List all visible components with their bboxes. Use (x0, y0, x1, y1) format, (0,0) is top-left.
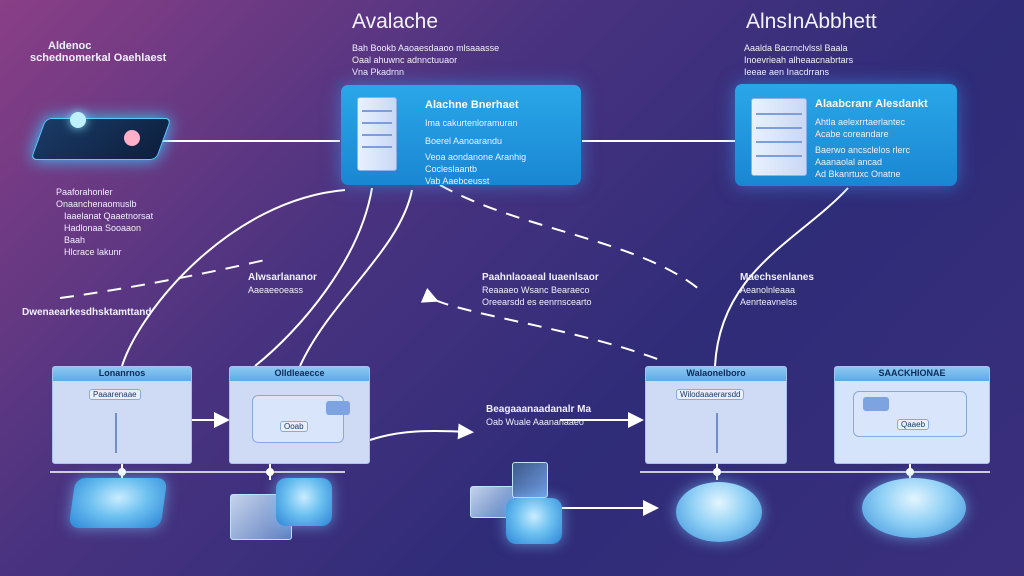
panel-4-tag: Qaaeb (897, 419, 930, 430)
panel-1-title: Lonanrnos (98, 368, 146, 378)
mid-label-c-2: Aeanolnleaaa (740, 285, 796, 295)
panel-2-tag: Ooab (280, 421, 308, 432)
right-top-desc-1: Aaalda Bacrnclvlssl Baala (744, 43, 848, 53)
heading-right: AlnsInAbbhett (746, 10, 877, 33)
top-left-title-line2: schednomerkal Oaehlaest (30, 52, 167, 64)
panel-2-device-icon (326, 401, 350, 415)
panel-4-title: SAACKHIONAE (878, 368, 946, 378)
curve-p1-to-box-left (121, 189, 346, 367)
hub-device (30, 108, 172, 168)
server-icon (357, 97, 397, 171)
box-left-line-3: Veoa aondanone Aranhig (425, 152, 527, 162)
mid-label-b: Paahnlaoaeal Iuaenlsaor Reaaaeo Wsanc Be… (482, 272, 599, 308)
mid-label-c-3: Aenrteavnelss (740, 297, 798, 307)
box-left-line-5: Vab Aaebceusst (425, 176, 490, 186)
top-left-title-block: Aldenoc schednomerkal Oaehlaest (30, 40, 166, 64)
bullet-5: Baah (64, 235, 86, 245)
box-right-line-1: Ahtla aelexrrtaerlantec (815, 117, 906, 127)
mid-label-d-2: Oab Wuale Aaananaaeo (486, 417, 584, 427)
mid-label-a-2: Aaeaeeoeass (248, 285, 304, 295)
box-left-title: Alachne Bnerhaet (425, 99, 519, 111)
cube-storage-2 (276, 478, 332, 526)
right-top-desc: Aaalda Bacrnclvlssl Baala Inoevrieah alh… (744, 42, 853, 78)
box-left-line-1: Ima cakurtenloramuran (425, 118, 518, 128)
mid-label-a-1: Alwsarlananor (248, 272, 317, 283)
curve-p2b-to-box-left (299, 189, 413, 367)
hub-indicator-icon (124, 130, 140, 146)
arrow-p2-to-center (369, 423, 474, 441)
curve-p2-to-box-left (254, 187, 373, 367)
connector-dot-1 (118, 468, 126, 476)
top-left-bullets: Paaforahonler Onaanchenaomuslb Iaaelanat… (40, 186, 153, 258)
panel-4-device-icon (863, 397, 889, 411)
box-left-line-2: Boerel Aanoarandu (425, 136, 503, 146)
bullet-3: Iaaelanat Qaaetnorsat (64, 211, 154, 221)
box-right: Alaabcranr Alesdankt Ahtla aelexrrtaerla… (735, 84, 957, 186)
disk-storage-1 (676, 482, 762, 542)
connector-dot-2 (266, 468, 274, 476)
panel-4: SAACKHIONAE Qaaeb (834, 366, 990, 464)
center-top-desc-3: Vna Pkadrnn (352, 67, 405, 77)
cube-storage-1 (68, 478, 168, 528)
box-left: Alachne Bnerhaet Ima cakurtenloramuran B… (341, 85, 581, 186)
curve-box-right-to-p3 (714, 187, 849, 367)
panel-2: Olldleaecce Ooab (229, 366, 370, 464)
dashed-left-a (59, 259, 266, 299)
center-top-desc-2: Oaal ahuwnc adnnctuuaor (352, 55, 458, 65)
box-right-title: Alaabcranr Alesdankt (815, 98, 928, 110)
panel-3-title: Walaonelboro (686, 368, 746, 378)
mid-label-d-1: Beagaaanaadanalr Ma (486, 404, 592, 415)
bullet-4: Hadlonaa Sooaaon (64, 223, 142, 233)
server-right-icon (751, 98, 807, 176)
monitor-icon (512, 462, 548, 498)
center-top-desc: Bah Bookb Aaoaesdaaoo mlsaaasse Oaal ahu… (352, 42, 499, 78)
heading-left: Avalache (352, 10, 439, 33)
mid-label-b-2: Reaaaeo Wsanc Bearaeco (482, 285, 590, 295)
panel-3-tag: Wilodaaaerarsdd (676, 389, 745, 400)
right-top-desc-2: Inoevrieah alheaacnabrtars (744, 55, 854, 65)
mid-label-b-3: Oreearsdd es eenrnscearto (482, 297, 592, 307)
right-top-desc-3: Ieeae aen Inacdrrans (744, 67, 830, 77)
bullet-6: Hlcrace lakunr (64, 247, 122, 257)
bullet-2: Onaanchenaomuslb (56, 199, 137, 209)
box-right-line-4: Aaanaolal ancad (815, 157, 883, 167)
connector-dot-3 (713, 468, 721, 476)
hub-light-icon (70, 112, 86, 128)
box-right-line-5: Ad Bkanrtuxc Onatne (815, 169, 901, 179)
box-right-line-2: Acabe coreandare (815, 129, 889, 139)
cube-storage-3 (506, 498, 562, 544)
disk-storage-2 (862, 478, 966, 538)
center-top-desc-1: Bah Bookb Aaoaesdaaoo mlsaaasse (352, 43, 500, 53)
top-left-title-line1: Aldenoc (48, 40, 92, 52)
mid-label-d: Beagaaanaadanalr Ma Oab Wuale Aaananaaeo (486, 404, 591, 428)
dashed-left-b (420, 287, 661, 361)
panel-3: Walaonelboro Wilodaaaerarsdd (645, 366, 787, 464)
bullet-1: Paaforahonler (56, 187, 113, 197)
mid-label-c: Maechsenlanes Aeanolnleaaa Aenrteavnelss (740, 272, 814, 308)
mid-label-c-1: Maechsenlanes (740, 272, 814, 283)
box-right-line-3: Baerwo ancsclelos rlerc (815, 145, 911, 155)
panel-1-tag: Paaarenaae (89, 389, 141, 400)
mid-label-a: Alwsarlananor Aaeaeeoeass (248, 272, 317, 296)
panel-1: Lonanrnos Paaarenaae (52, 366, 192, 464)
connector-dot-4 (906, 468, 914, 476)
box-left-line-4: Cocleslaantb (425, 164, 478, 174)
mid-label-b-1: Paahnlaoaeal Iuaenlsaor (482, 272, 599, 283)
panel-2-title: Olldleaecce (274, 368, 325, 378)
dashed-center (439, 184, 701, 291)
left-side-label: Dwenaearkesdhsktamttand (22, 307, 152, 318)
